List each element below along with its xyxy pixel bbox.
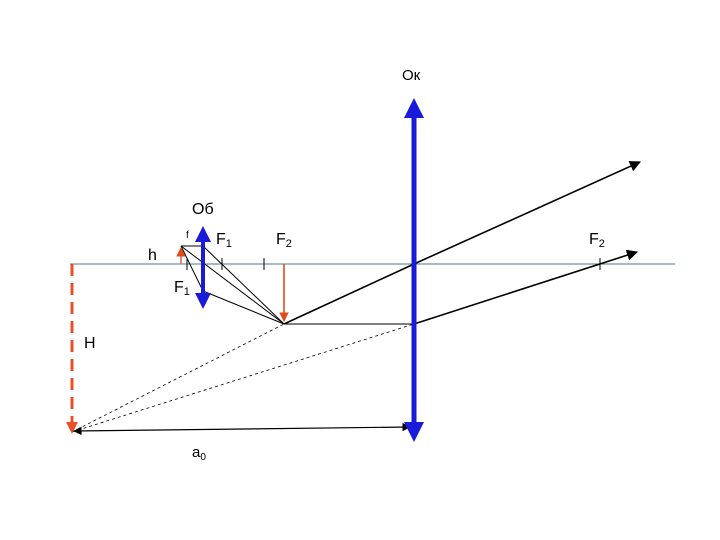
label-image-height: H (84, 335, 96, 352)
emergent-ray-lower (413, 249, 639, 325)
virtual-image-arrowhead (66, 422, 78, 434)
distance-arrow (73, 422, 411, 436)
label-f1-upper: F1 (216, 231, 232, 250)
emergent-ray-upper (413, 161, 642, 265)
label-object-height: h (148, 247, 157, 264)
label-f1-lower: F1 (174, 279, 190, 298)
virtual-rays (71, 323, 415, 433)
label-f2-right: F2 (589, 231, 605, 250)
label-f2-left: F2 (276, 231, 292, 250)
objective-rays (180, 245, 285, 325)
label-eyepiece: Ок (402, 67, 421, 84)
eyepiece-rays (283, 161, 642, 325)
label-object-marker: f (186, 230, 189, 241)
label-objective: Об (192, 201, 214, 218)
label-distance: a0 (192, 444, 206, 463)
